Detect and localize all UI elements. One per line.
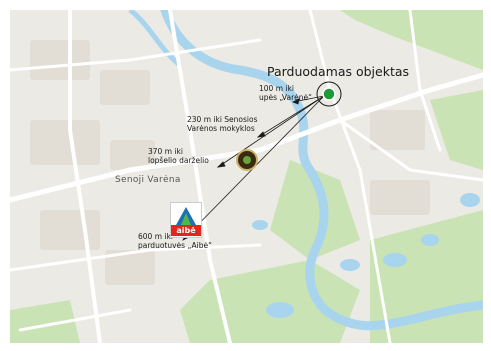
distance-label-kindergarten-line2: lopšelio darželio — [148, 156, 209, 165]
distance-label-kindergarten: 370 m iki lopšelio darželio — [148, 147, 209, 165]
ponds — [252, 193, 480, 318]
store-logo-triangle-icon — [176, 207, 196, 225]
school-emblem-center — [243, 156, 251, 164]
distance-label-school-line2: Varėnos mokyklos — [187, 124, 255, 133]
store-logo[interactable]: aibė — [170, 202, 202, 238]
map-title: Parduodamas objektas — [267, 64, 410, 79]
distance-label-school: 230 m iki Senosios Varėnos mokyklos — [187, 115, 258, 133]
property-marker-ring — [316, 81, 342, 107]
distance-label-river-line2: upės „Varėnė“ — [259, 93, 313, 102]
roads — [10, 10, 483, 343]
property-marker-icon[interactable] — [322, 87, 336, 101]
map-canvas — [10, 10, 483, 343]
distance-line-school — [257, 95, 325, 138]
distance-line-kindergarten — [217, 95, 325, 168]
distance-label-river-line1: 100 m iki — [259, 84, 294, 93]
distance-label-store-line2: parduotuvės „Aibė“ — [138, 241, 212, 250]
place-label: Senoji Varėna — [115, 175, 181, 185]
map-view[interactable]: Parduodamas objektas 100 m iki upės „Var… — [10, 10, 483, 343]
distance-label-store-line1: 600 m iki — [138, 232, 173, 241]
distance-label-river: 100 m iki upės „Varėnė“ — [259, 84, 312, 102]
river-branch — [128, 10, 182, 67]
distance-label-kindergarten-line1: 370 m iki — [148, 147, 183, 156]
distance-label-school-line1: 230 m iki Senosios — [187, 115, 258, 124]
store-logo-text: aibė — [171, 225, 201, 236]
distance-label-store: 600 m iki parduotuvės „Aibė“ — [138, 232, 212, 250]
river — [160, 10, 483, 331]
